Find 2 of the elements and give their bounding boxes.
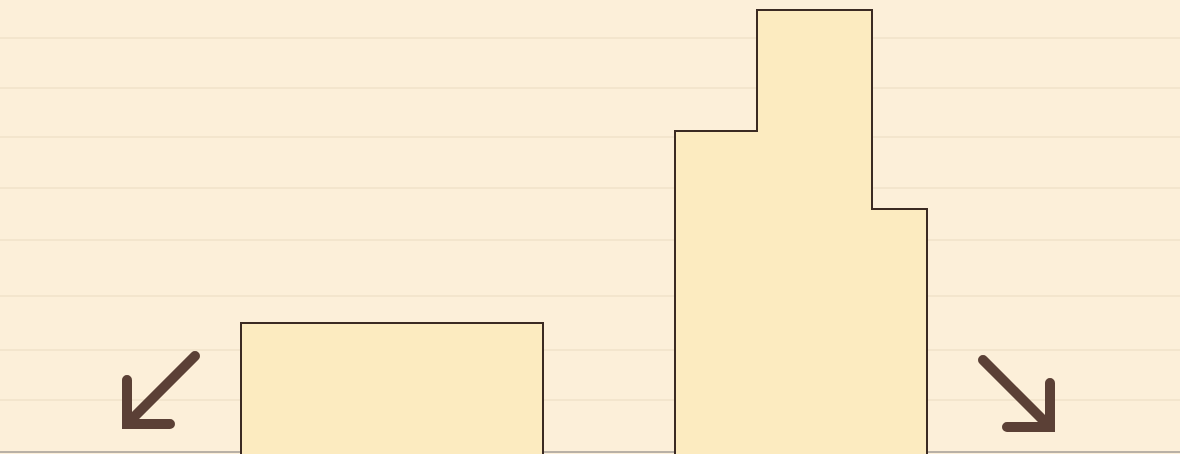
stepped-building-outline [675, 10, 927, 454]
low-building-outline [241, 323, 543, 454]
